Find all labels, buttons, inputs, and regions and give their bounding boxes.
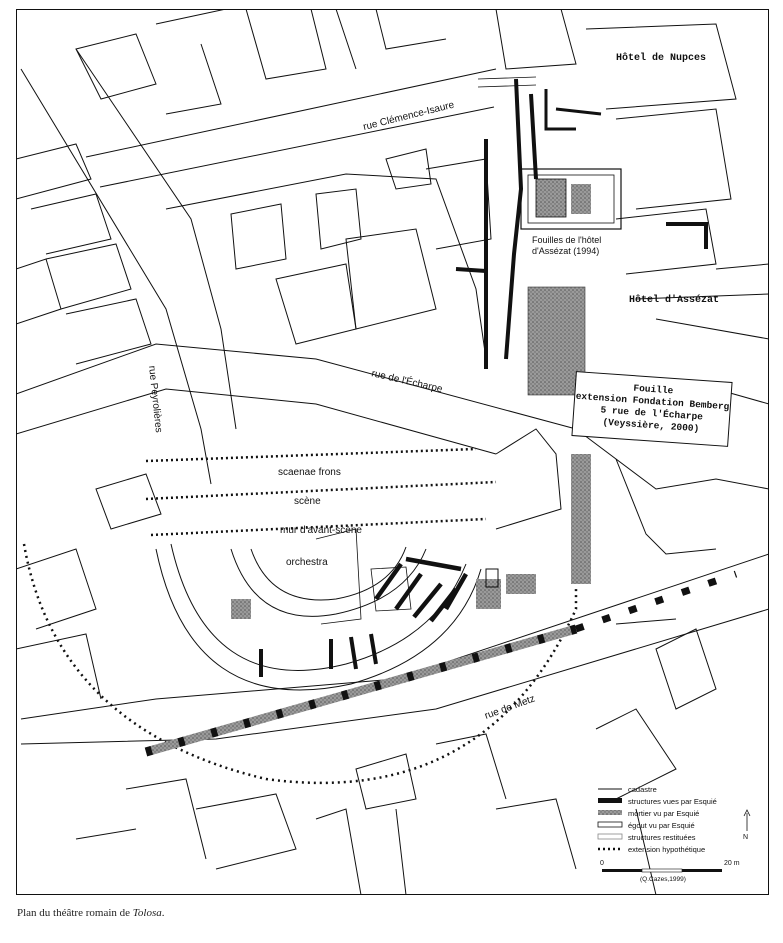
figure-caption: Plan du théâtre romain de Tolosa.	[17, 907, 164, 919]
building-label-assezat: Hôtel d'Assézat	[629, 294, 719, 306]
scale-end: 20 m	[724, 860, 740, 867]
hypothetical-extension-arc	[22, 543, 578, 785]
legend-label-mortier: mortier vu par Esquié	[628, 809, 699, 818]
excavation-label-bemberg-1: Fouille	[633, 383, 674, 397]
legend-label-cadastre: cadastre	[628, 785, 657, 794]
sewer-metz	[144, 570, 738, 757]
legend-label-egout: égout vu par Esquié	[628, 821, 695, 830]
bemberg-label-box	[571, 371, 733, 447]
legend-credit: (Q.Cazes,1999)	[640, 876, 686, 883]
label-mur-avant-scene: mur d'avant-scène	[280, 525, 362, 536]
scale-bar	[602, 869, 642, 872]
legend: cadastre structures vues par Esquié mort…	[597, 785, 751, 883]
north-label: N	[743, 834, 748, 841]
theatre-plan-map: rue Clémence-Isaure rue Peyrolières rue …	[15, 8, 770, 896]
label-scaenae-frons: scaenae frons	[278, 467, 341, 478]
legend-label-extension: extension hypothétique	[628, 845, 705, 854]
label-scene: scène	[294, 496, 321, 507]
cadastre	[15, 8, 770, 896]
excavation-label-assezat-2: d'Assézat (1994)	[532, 246, 599, 256]
legend-label-structures-vues: structures vues par Esquié	[628, 797, 717, 806]
caption-place: Tolosa	[132, 907, 162, 919]
building-label-nupces: Hôtel de Nupces	[616, 52, 706, 64]
legend-label-structures-restituees: structures restituées	[628, 833, 696, 842]
label-orchestra: orchestra	[286, 557, 328, 568]
caption-suffix: .	[161, 907, 165, 919]
scale-start: 0	[600, 860, 604, 867]
theatre-structures	[145, 447, 591, 691]
caption-prefix: Plan du théâtre romain de	[17, 907, 133, 919]
bemberg-excavation-area	[527, 286, 586, 396]
excavation-label-assezat-1: Fouilles de l'hôtel	[532, 235, 601, 245]
assezat-excavation	[455, 76, 708, 369]
